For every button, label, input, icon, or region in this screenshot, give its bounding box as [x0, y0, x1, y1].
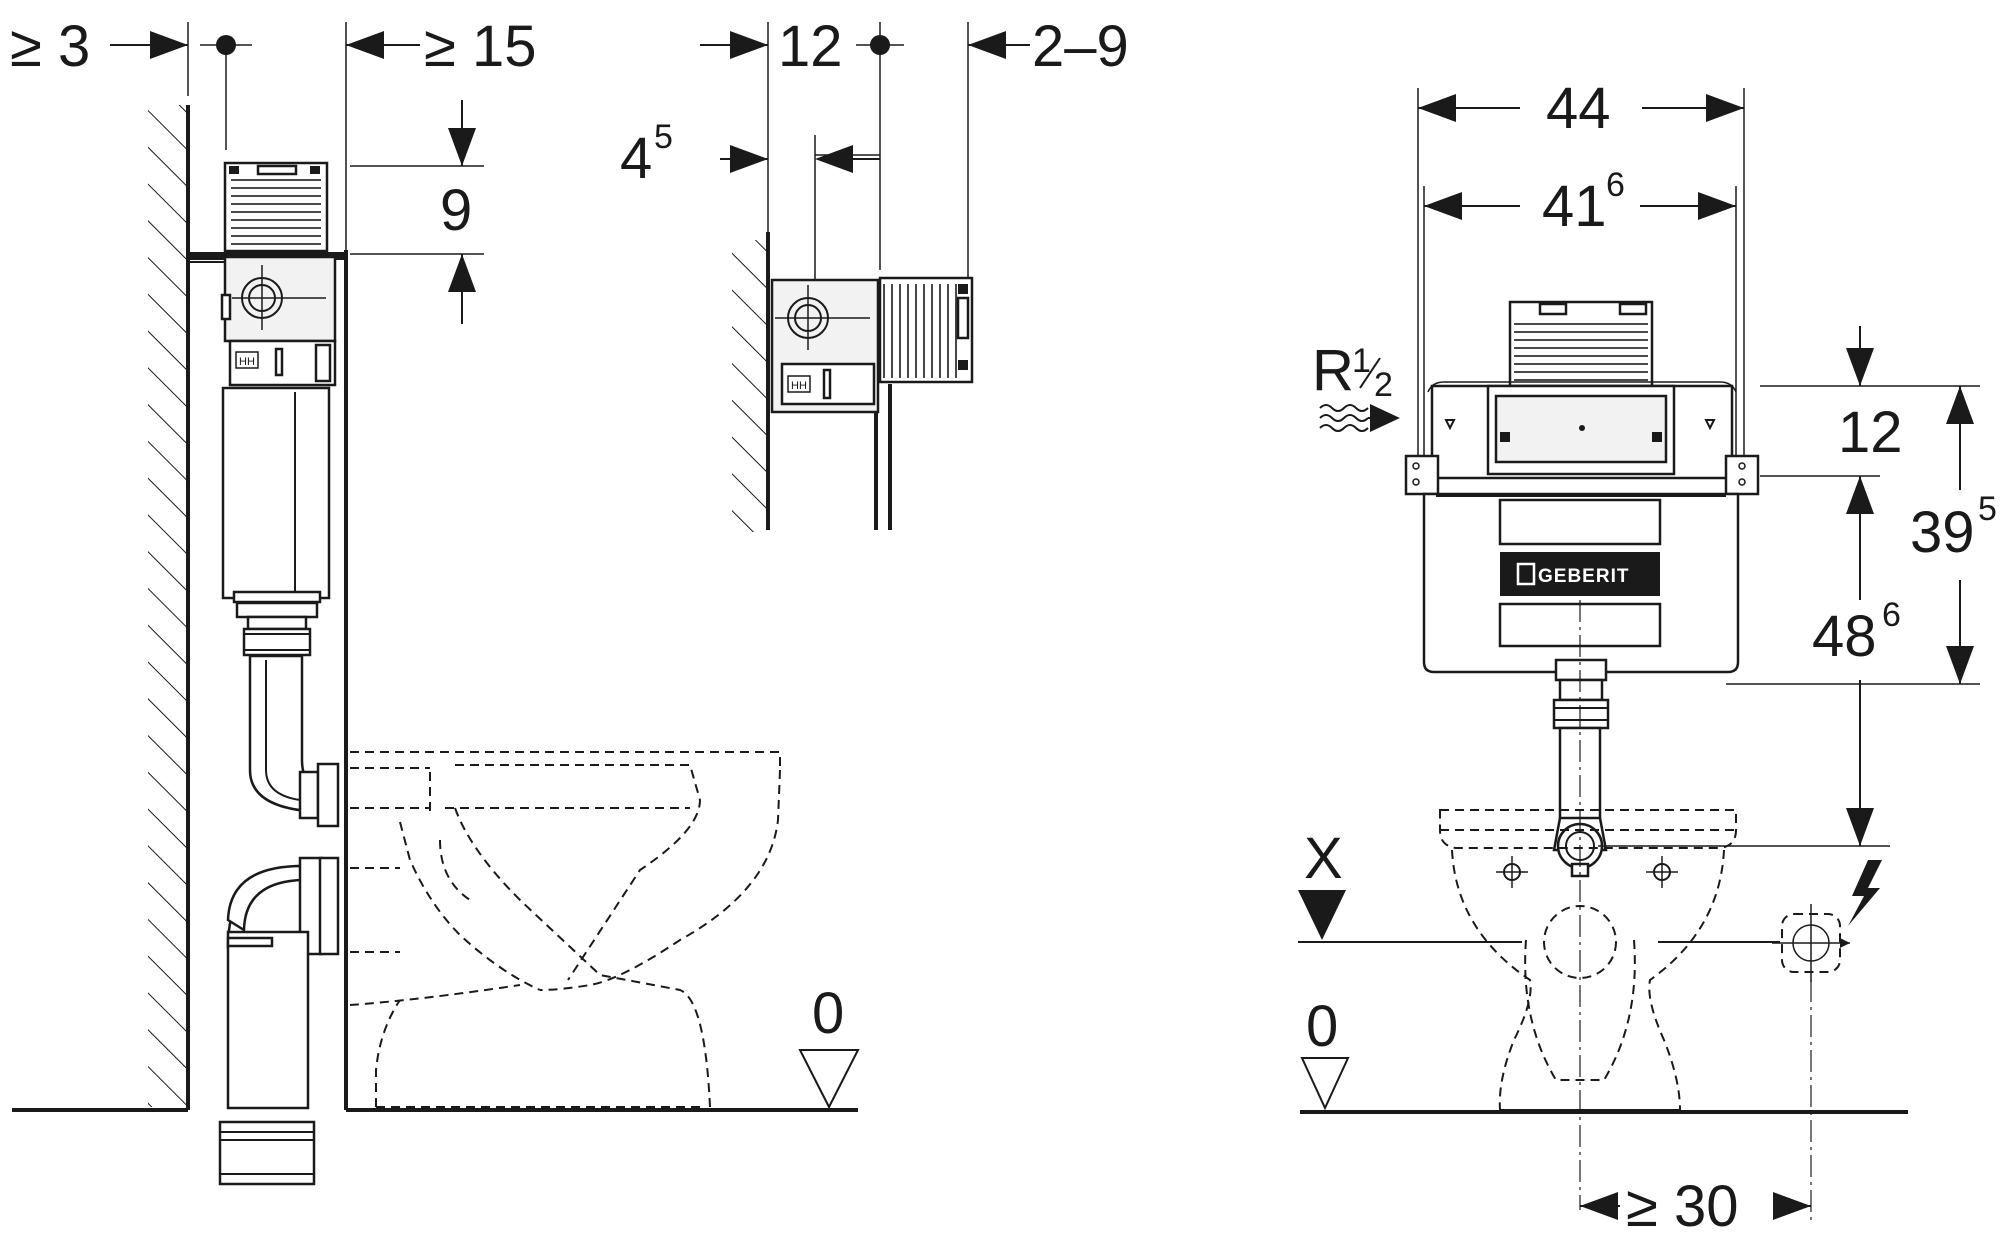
cistern-height-label: 39	[1910, 500, 1975, 565]
outlet-height-sup: 6	[1882, 596, 1901, 634]
connection-height-label: 12	[1838, 400, 1903, 465]
socket-offset-label: ≥ 30	[1626, 1174, 1738, 1239]
floor-zero-right-label: 0	[1306, 994, 1338, 1059]
svg-text:HH: HH	[791, 380, 807, 392]
toilet-side-outline	[349, 751, 781, 1108]
frame-width-label: 44	[1546, 76, 1611, 141]
wall-hatch-icon	[148, 105, 186, 1107]
water-connection-label: R	[1312, 338, 1354, 403]
electric-bolt-icon	[1848, 860, 1882, 926]
wall-gap-dimension: ≥ 3	[10, 14, 189, 96]
wall-depth-dimension: ≥ 15	[345, 14, 536, 250]
flush-offset-sup: 5	[654, 118, 673, 156]
cistern-width-label: 41	[1542, 174, 1607, 239]
svg-text:HH: HH	[239, 356, 255, 368]
side-view: ≥ 3 ≥ 15 9	[10, 14, 860, 1186]
datum-triangle-icon	[798, 1049, 860, 1110]
flush-offset-label: 4	[620, 126, 652, 191]
wall-depth-label: ≥ 15	[424, 14, 536, 79]
water-connection-num: 1	[1352, 342, 1371, 380]
top-drop-label: 9	[440, 178, 472, 243]
front-view: 44 41 6 R 1 2	[1298, 76, 1997, 1239]
cistern-width-sup: 6	[1606, 166, 1625, 204]
brand-logo: GEBERIT	[1538, 566, 1629, 587]
floor-zero-left-label: 0	[812, 981, 844, 1046]
top-drop-dimension: 9	[350, 100, 484, 324]
plan-detail-view: 12 2–9 4 5 HH	[620, 14, 1129, 532]
cistern-height-sup: 5	[1978, 490, 1997, 528]
wall-gap-label: ≥ 3	[10, 14, 90, 79]
cladding-label: 2–9	[1032, 14, 1129, 79]
water-supply-waves-icon	[1319, 404, 1400, 432]
reference-x-label: X	[1304, 826, 1343, 891]
dimension-dot-icon	[216, 35, 236, 55]
outlet-height-label: 48	[1812, 604, 1877, 669]
arrow-icon	[150, 31, 188, 59]
water-connection-den: 2	[1374, 366, 1393, 404]
module-depth-label: 12	[778, 14, 843, 79]
